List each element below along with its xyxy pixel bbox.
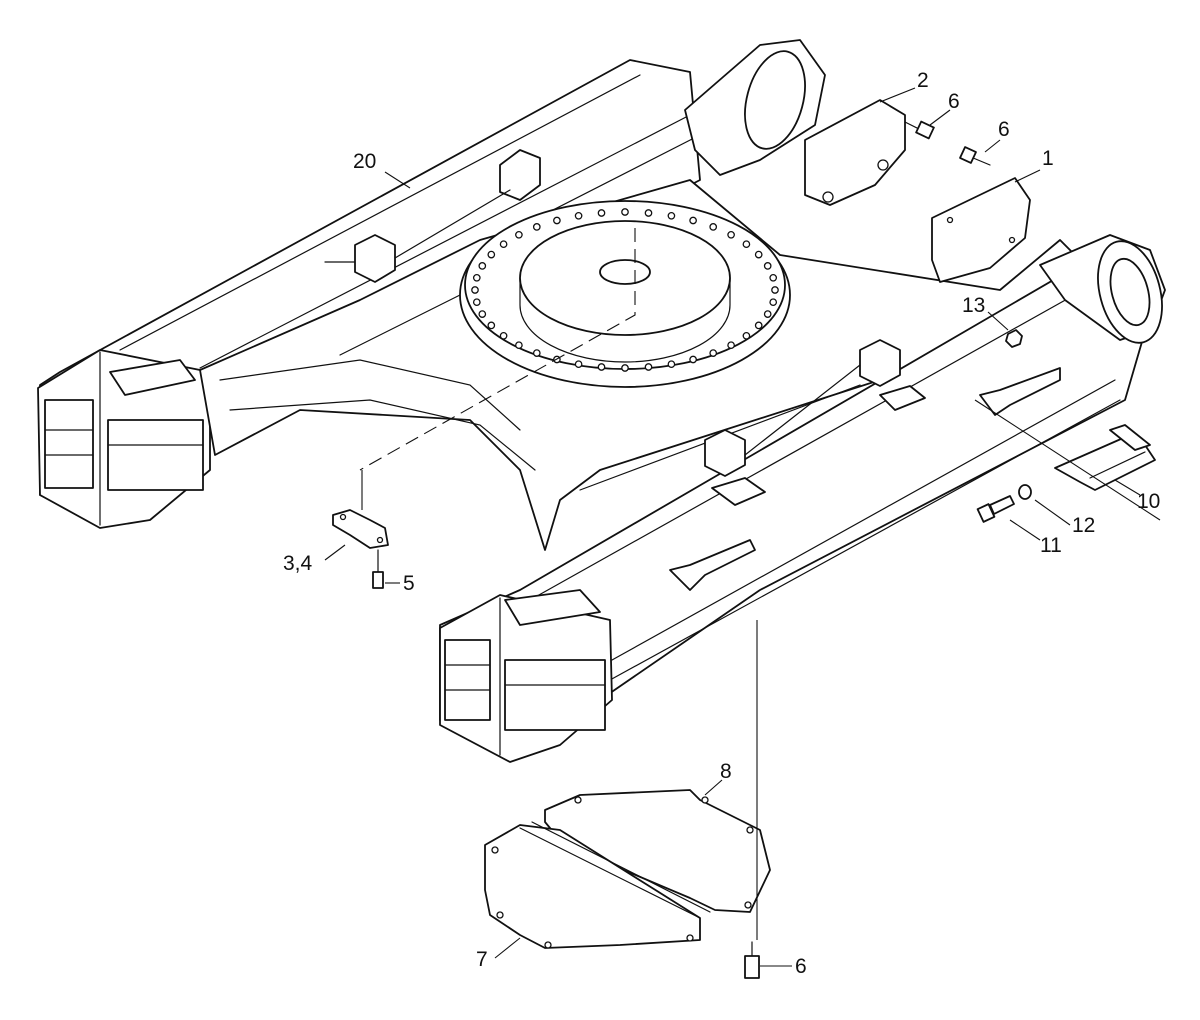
bolt-hole: [667, 360, 676, 369]
bolt-hole: [754, 250, 763, 259]
bolt-hole: [472, 298, 481, 307]
bolt-6-upper-left: [904, 120, 935, 140]
bolt-hole: [597, 209, 606, 217]
bolt-hole: [709, 349, 718, 357]
callout-6-c: 6: [795, 955, 807, 978]
bolt-hole: [754, 321, 763, 330]
right-track-frame: [439, 234, 1166, 763]
callout-10: 10: [1137, 490, 1160, 513]
step-10: [1054, 424, 1156, 491]
bolt-hole: [499, 331, 508, 340]
bolt-hole: [621, 364, 629, 372]
callout-1: 1: [1042, 147, 1054, 170]
bolt-hole: [621, 208, 629, 216]
callout-20: 20: [353, 150, 376, 173]
bolt-hole: [727, 341, 735, 350]
bolt-hole: [472, 273, 481, 282]
bolt-hole: [644, 363, 653, 371]
nut-13: [1005, 329, 1023, 348]
bolt-hole: [667, 211, 676, 220]
bolt-hole: [742, 240, 751, 249]
bolt-hole: [515, 230, 523, 239]
bolt-11: [976, 495, 1015, 523]
callout-labels: 20 2 6 6 1 13 10 12 11 3,4 5 8 7 6: [283, 69, 1160, 978]
bolt-hole: [487, 321, 496, 330]
bolt-hole: [727, 230, 735, 239]
bolt-hole: [763, 262, 772, 270]
bolt-hole: [742, 331, 751, 340]
washer-12: [1018, 484, 1032, 500]
cover-2: [804, 99, 906, 206]
bolt-hole: [487, 250, 496, 259]
bolt-hole: [515, 341, 523, 350]
bolt-holes: [471, 208, 779, 372]
bolt-hole: [532, 349, 541, 357]
bolt-hole: [769, 273, 778, 282]
bolt-hole: [771, 286, 779, 294]
bolt-hole: [644, 209, 653, 217]
callout-6-a: 6: [948, 90, 960, 113]
callout-3-4: 3,4: [283, 552, 313, 575]
cover-1: [931, 177, 1031, 283]
callout-12: 12: [1072, 514, 1095, 537]
callout-7: 7: [476, 948, 488, 971]
bolt-hole: [499, 240, 508, 249]
leader-lines: [324, 87, 1161, 967]
under-cover-7: [484, 821, 711, 949]
callout-13: 13: [962, 294, 985, 317]
left-track-frame: [37, 59, 701, 529]
bolt-5: [372, 549, 384, 589]
swing-bearing-ring: [459, 200, 791, 388]
bolt-hole: [574, 360, 583, 369]
callout-2: 2: [917, 69, 929, 92]
bolt-hole: [553, 216, 561, 225]
bolt-hole: [709, 223, 718, 231]
bolt-6-lower: [744, 941, 760, 979]
callout-11: 11: [1040, 534, 1062, 557]
bolt-hole: [689, 355, 697, 364]
bolt-hole: [532, 223, 541, 231]
cover-3-4: [332, 509, 389, 549]
bolt-6-upper-right: [959, 146, 991, 166]
callout-6-b: 6: [998, 118, 1010, 141]
bolt-hole: [597, 363, 606, 371]
bolt-hole: [769, 298, 778, 307]
callout-5: 5: [403, 572, 415, 595]
bolt-hole: [471, 286, 479, 294]
bolt-hole: [689, 216, 697, 225]
callout-8: 8: [720, 760, 732, 783]
bolt-hole: [763, 310, 772, 318]
sprocket-mount: [684, 39, 826, 176]
bolt-hole: [478, 310, 487, 318]
bolt-hole: [574, 211, 583, 220]
bolt-hole: [478, 262, 487, 270]
center-line: [359, 228, 636, 471]
